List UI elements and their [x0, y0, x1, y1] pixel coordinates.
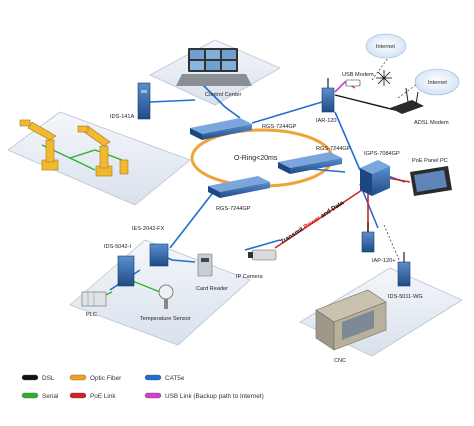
wireless-burst-icon	[376, 70, 392, 86]
plc-device	[82, 292, 106, 306]
transmit-annotation: Transmit Power and Data	[279, 199, 345, 245]
legend-label-serial: Serial	[42, 393, 58, 400]
iap-120-device	[362, 222, 374, 252]
legend-label-optic-fiber: Optic Fiber	[90, 375, 122, 382]
label-o-ring: O-Ring<20ms	[234, 155, 278, 162]
legend-label-dsl: DSL	[42, 375, 55, 382]
ies-2042-fx-device	[150, 244, 168, 266]
label-temperature-sensor: Temperature Sensor	[140, 316, 191, 322]
label-internet-top: Internet	[376, 44, 395, 50]
label-card-reader: Card Reader	[196, 286, 228, 292]
card-reader-device	[198, 254, 212, 276]
label-ies-2042-fx: IES-2042-FX	[132, 226, 165, 232]
poe-panel-pc-device	[410, 166, 452, 196]
label-rgs-mid: RGS-7244GP	[316, 146, 351, 152]
usb-modem-device	[346, 80, 360, 86]
label-igps-7084gp: IGPS-7084GP	[364, 151, 400, 157]
label-poe-panel-pc: PoE Panel PC	[412, 158, 448, 164]
legend-swatch-cat5e	[145, 375, 161, 380]
adsl-modem-device	[390, 88, 424, 114]
label-rgs-bottom: RGS-7244GP	[216, 206, 251, 212]
legend-label-cat5e: CAT5e	[165, 375, 185, 382]
legend-swatch-serial	[22, 393, 38, 398]
label-iap-120: IAP-120+	[372, 258, 395, 264]
legend-swatch-dsl	[22, 375, 38, 380]
label-rgs-top: RGS-7244GP	[262, 124, 297, 130]
ids-5011-wg-device	[398, 252, 410, 286]
label-ip-camera: IP Camera	[236, 274, 264, 280]
legend-swatch-poe-link	[70, 393, 86, 398]
ids-141a-device	[138, 83, 150, 119]
ids-5042-i-device	[118, 256, 134, 286]
legend-swatch-usb-link	[145, 393, 161, 398]
label-adsl-modem: ADSL Modem	[414, 120, 449, 126]
label-iar-120: IAR-120	[316, 118, 337, 124]
label-cnc: CNC	[334, 358, 346, 364]
label-internet-right: Internet	[428, 80, 447, 86]
iar-120-device	[322, 78, 334, 112]
label-plc: PLC	[86, 312, 97, 318]
dsl-link	[335, 95, 395, 110]
label-ids-5042-i: IDS-5042-I	[104, 244, 131, 250]
ip-camera-device	[248, 250, 276, 260]
legend-swatch-optic-fiber	[70, 375, 86, 380]
label-usb-modem: USB Modem	[342, 72, 374, 78]
label-ids-5011-wg: IDS-5011-WG	[388, 294, 423, 300]
legend-label-usb-link: USB Link (Backup path to Internet)	[165, 393, 264, 400]
legend-label-poe-link: PoE Link	[90, 393, 116, 400]
igps-7084gp-device	[360, 160, 390, 196]
label-ids-141a: IDS-141A	[110, 114, 135, 120]
label-control-center: Control Center	[205, 92, 242, 98]
